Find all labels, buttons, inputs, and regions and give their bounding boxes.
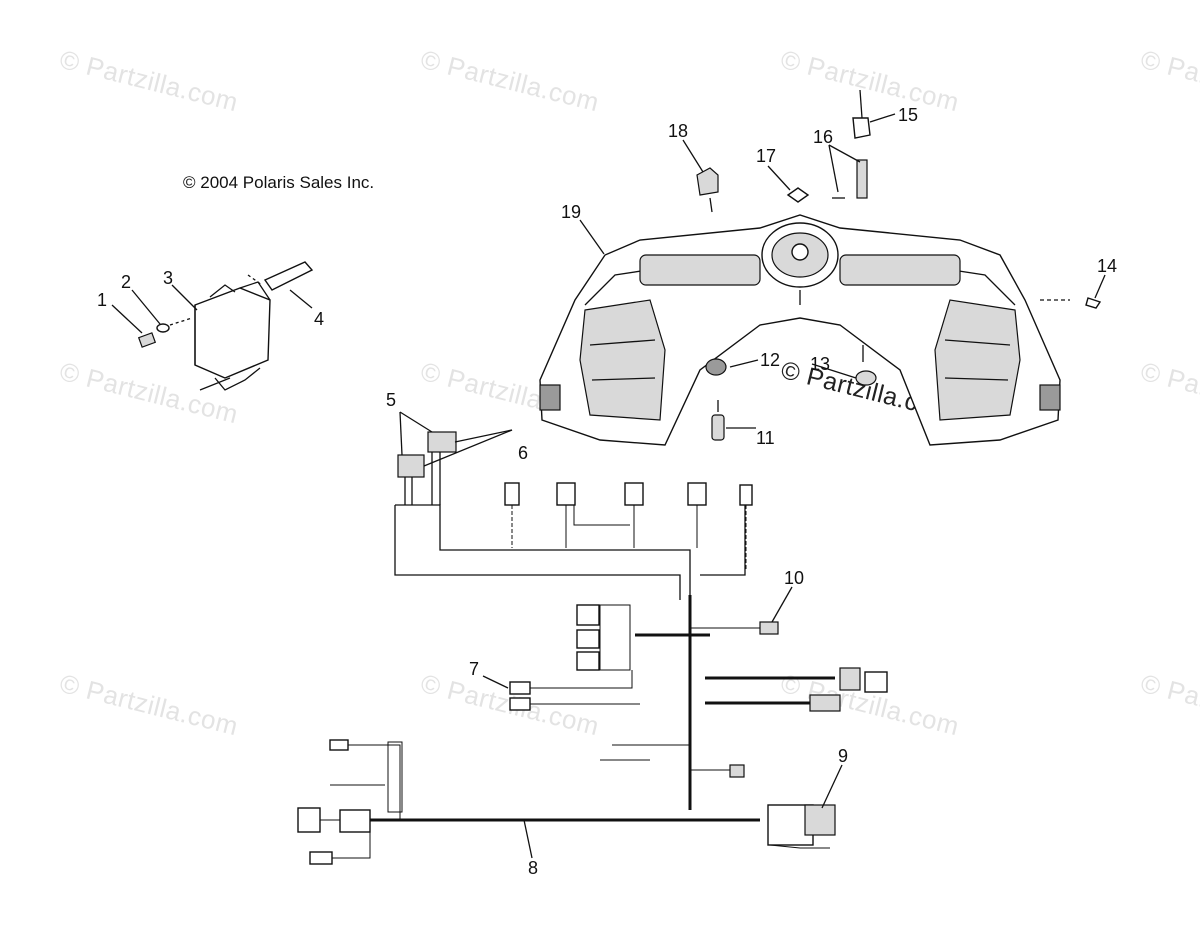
copyright-text: © 2004 Polaris Sales Inc. xyxy=(183,173,375,192)
callout-7: 7 xyxy=(469,659,479,679)
dash-small-parts xyxy=(696,89,1102,441)
callout-15: 15 xyxy=(898,105,918,125)
callout-2: 2 xyxy=(121,272,131,292)
callout-17: 17 xyxy=(756,146,776,166)
callout-16: 16 xyxy=(813,127,833,147)
callout-19: 19 xyxy=(561,202,581,222)
wiring-harness xyxy=(297,431,888,865)
callout-12: 12 xyxy=(760,350,780,370)
callout-6: 6 xyxy=(518,443,528,463)
callout-9: 9 xyxy=(838,746,848,766)
callout-11: 11 xyxy=(756,428,775,448)
callout-13: 13 xyxy=(810,354,830,374)
callout-14: 14 xyxy=(1097,256,1117,276)
callout-3: 3 xyxy=(163,268,173,288)
callout-10: 10 xyxy=(784,568,804,588)
dash-panel xyxy=(539,214,1061,446)
callout-leaders xyxy=(111,113,1106,859)
callout-18: 18 xyxy=(668,121,688,141)
callout-8: 8 xyxy=(528,858,538,878)
regulator-assembly xyxy=(137,261,314,391)
callout-5: 5 xyxy=(386,390,396,410)
callout-labels: 1 2 3 4 5 6 7 8 9 10 11 12 13 14 15 16 1… xyxy=(97,105,1117,878)
callout-1: 1 xyxy=(97,290,107,310)
callout-4: 4 xyxy=(314,309,324,329)
